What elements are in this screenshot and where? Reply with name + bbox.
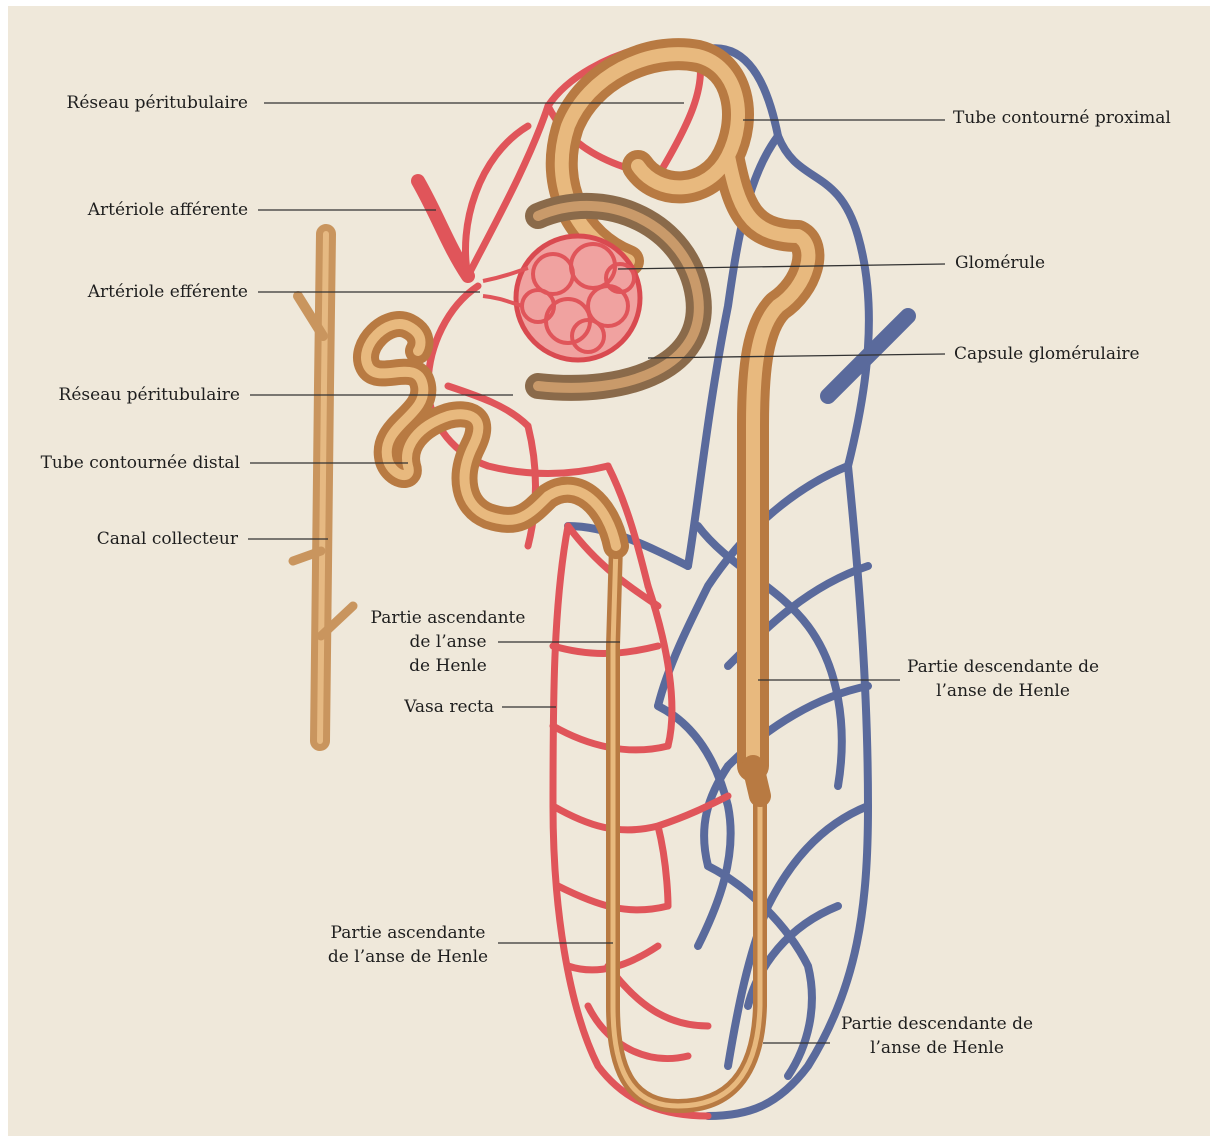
label-tube-contourne-proximal: Tube contourné proximal bbox=[953, 106, 1171, 130]
label-partie-ascendante-2-line2: de l’anse de Henle bbox=[318, 945, 498, 969]
label-partie-ascendante-2: Partie ascendante de l’anse de Henle bbox=[318, 921, 498, 969]
label-partie-ascendante-2-line1: Partie ascendante bbox=[318, 921, 498, 945]
label-partie-ascendante-1-line2: de l’anse bbox=[358, 630, 538, 654]
label-reseau-peritubulaire-mid: Réseau péritubulaire bbox=[18, 383, 240, 407]
label-canal-collecteur: Canal collecteur bbox=[28, 527, 238, 551]
label-partie-descendante-2-line1: Partie descendante de bbox=[826, 1012, 1048, 1036]
label-arteriole-afferente: Artériole afférente bbox=[28, 198, 248, 222]
leader-glomerule bbox=[618, 264, 945, 269]
collecting-duct bbox=[293, 234, 353, 741]
label-partie-ascendante-1-line1: Partie ascendante bbox=[358, 606, 538, 630]
nephron-diagram: Réseau péritubulaire Artériole afférente… bbox=[8, 6, 1210, 1136]
label-tube-contourne-distal: Tube contournée distal bbox=[12, 451, 240, 475]
label-reseau-peritubulaire-top: Réseau péritubulaire bbox=[28, 91, 248, 115]
label-partie-descendante-1-line1: Partie descendante de bbox=[893, 655, 1113, 679]
label-partie-descendante-1-line2: l’anse de Henle bbox=[893, 679, 1113, 703]
label-partie-descendante-2-line2: l’anse de Henle bbox=[826, 1036, 1048, 1060]
label-partie-descendante-1: Partie descendante de l’anse de Henle bbox=[893, 655, 1113, 703]
label-capsule-glomerulaire: Capsule glomérulaire bbox=[954, 342, 1140, 366]
nephron-illustration bbox=[8, 6, 1210, 1136]
glomerulus bbox=[483, 236, 640, 360]
proximal-tubule bbox=[562, 54, 809, 766]
label-partie-descendante-2: Partie descendante de l’anse de Henle bbox=[826, 1012, 1048, 1060]
label-arteriole-efferente: Artériole efférente bbox=[28, 280, 248, 304]
label-partie-ascendante-1-line3: de Henle bbox=[358, 654, 538, 678]
label-glomerule: Glomérule bbox=[955, 251, 1045, 275]
label-vasa-recta: Vasa recta bbox=[368, 695, 494, 719]
label-partie-ascendante-1: Partie ascendante de l’anse de Henle bbox=[358, 606, 538, 678]
